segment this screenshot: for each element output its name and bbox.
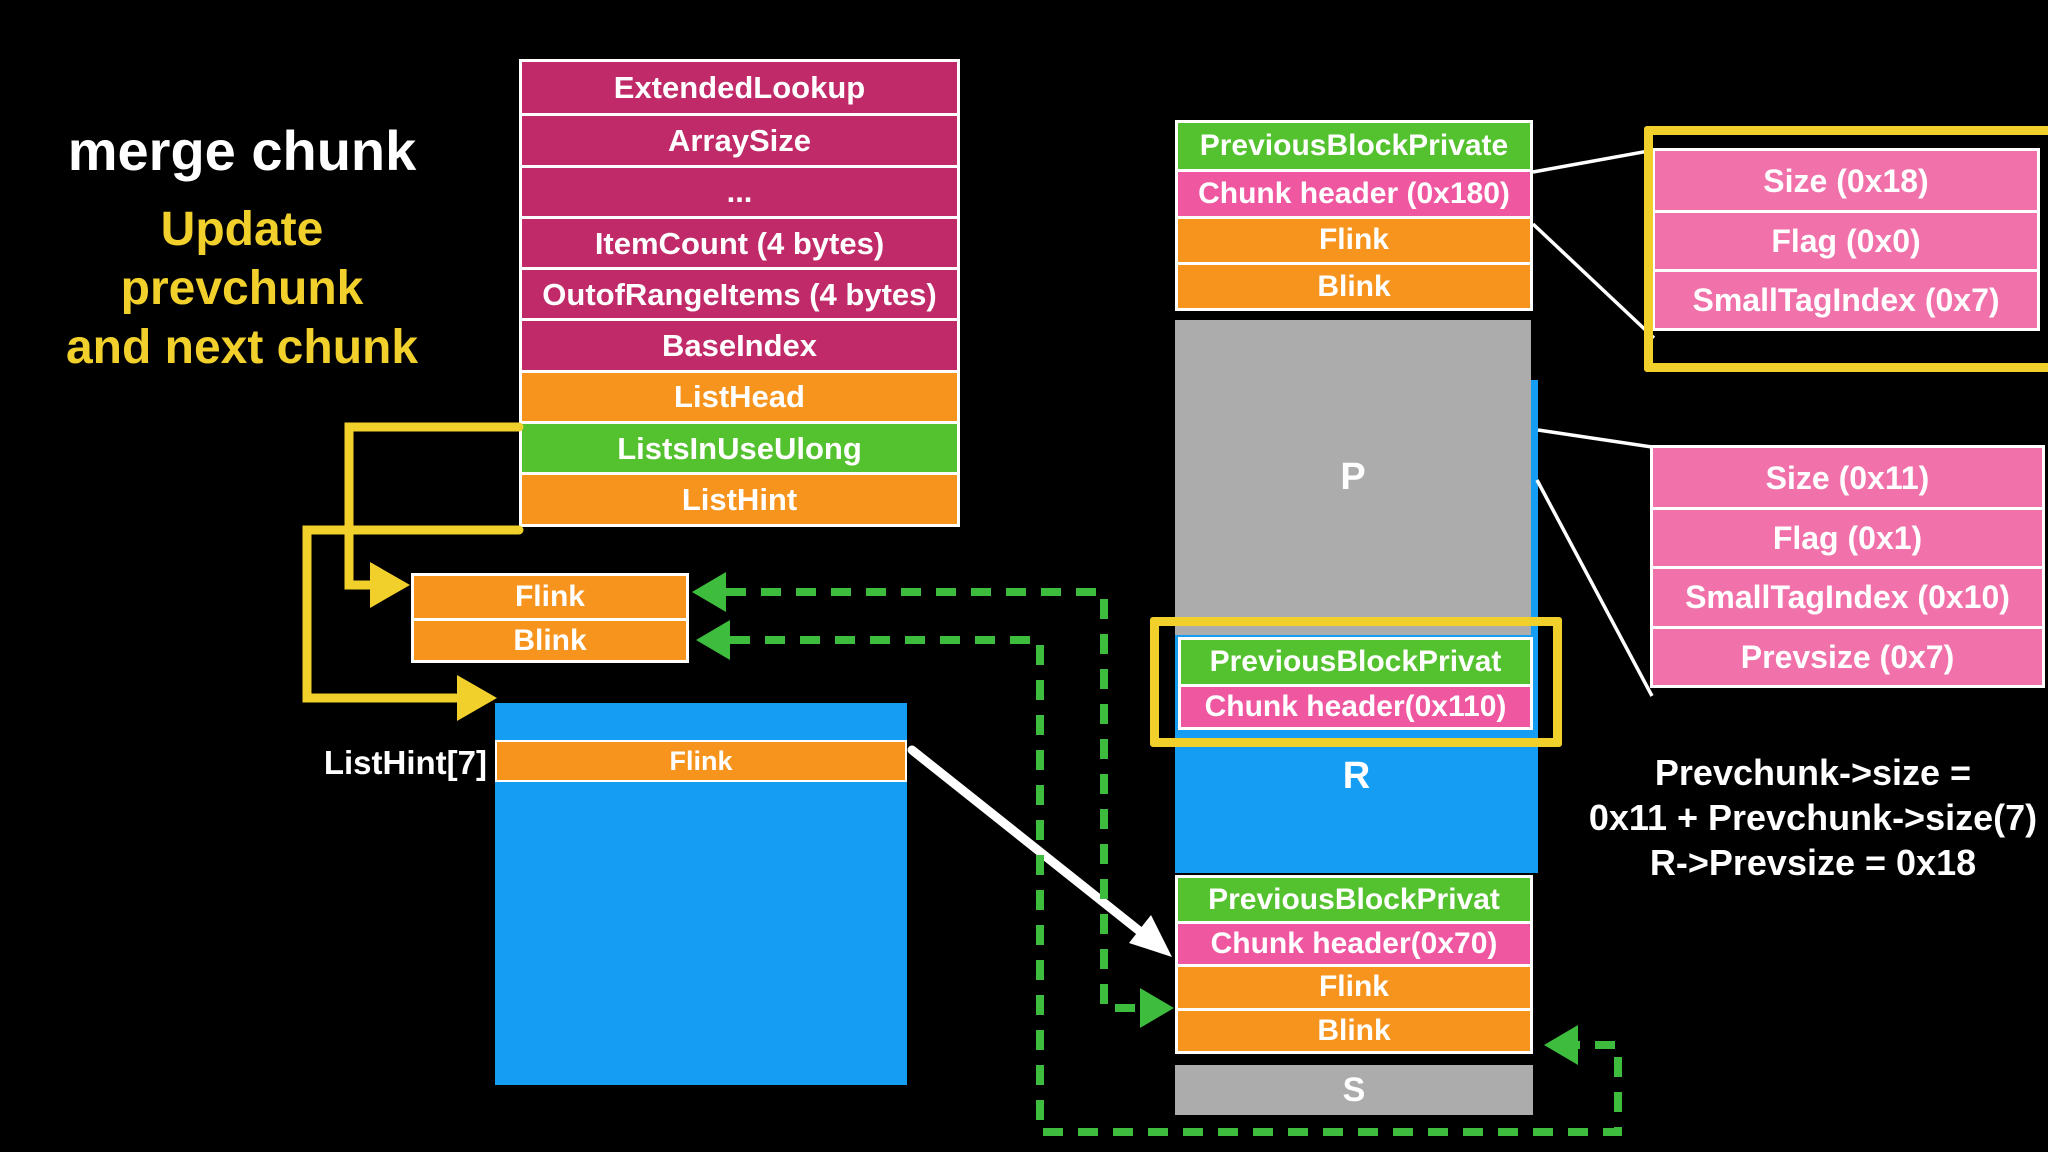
p-header-detail-highlight-box — [1644, 126, 2048, 372]
yellow-arrow-listhint-to-chunk — [302, 525, 524, 703]
r-detail-flag-row: Flag (0x1) — [1653, 507, 2042, 567]
connector-r-header-top — [1537, 428, 1653, 449]
green-arrowhead-node-flink — [692, 572, 726, 612]
p-detail-flag-row: Flag (0x0) — [1655, 210, 2037, 269]
merged-chunk-header-row: Chunk header(0x110) — [1181, 683, 1530, 727]
equation-line-3: R->Prevsize = 0x18 — [1649, 842, 1977, 883]
p-flink-row: Flink — [1178, 215, 1530, 262]
white-arrowhead — [1129, 915, 1172, 957]
r-detail-smalltagindex-row: SmallTagIndex (0x10) — [1653, 566, 2042, 626]
lookup-row-listhint: ListHint — [522, 472, 957, 524]
p-previousblockprivate-row: PreviousBlockPrivate — [1178, 123, 1530, 170]
lookup-row-extendedlookup: ExtendedLookup — [522, 62, 957, 114]
lookup-row-listhead: ListHead — [522, 369, 957, 422]
subtitle-line-3: and next chunk — [65, 321, 419, 374]
white-arrow-flink-to-next-chunk — [907, 745, 1147, 938]
equation-line-2: 0x11 + Prevchunk->size(7) — [1588, 797, 2038, 838]
chunk-r-label: R — [1342, 755, 1371, 797]
merged-header-rows: PreviousBlockPrivat Chunk header(0x110) — [1178, 637, 1533, 730]
s-flink-row: Flink — [1178, 964, 1530, 1008]
connector-p-header-bottom — [1531, 222, 1656, 340]
subtitle: Update prevchunk and next chunk — [42, 200, 442, 377]
page-title: merge chunk — [67, 119, 417, 182]
next-chunk-rows: PreviousBlockPrivat Chunk header(0x70) F… — [1175, 875, 1533, 1054]
merged-header-highlight-box — [1150, 617, 1562, 747]
p-chunk-header-row: Chunk header (0x180) — [1178, 169, 1530, 216]
lookup-row-listsinuseulong: ListsInUseUlong — [522, 421, 957, 473]
chunk-p-header-rows: PreviousBlockPrivate Chunk header (0x180… — [1175, 120, 1533, 312]
subtitle-line-2: prevchunk — [120, 262, 364, 315]
listhint7-label: ListHint[7] — [323, 744, 487, 781]
green-link-flink — [726, 588, 1136, 1012]
size-equation: Prevchunk->size = 0x11 + Prevchunk->size… — [1578, 750, 2048, 885]
p-header-detail-table: Size (0x18) Flag (0x0) SmallTagIndex (0x… — [1652, 148, 2040, 331]
lookup-row-ellipsis: ... — [522, 164, 957, 216]
s-blink-row: Blink — [1178, 1007, 1530, 1051]
green-arrowhead-node-blink — [696, 620, 730, 660]
listhint7-flink-row: Flink — [495, 740, 907, 782]
listhint7-chunk-block: Flink — [495, 703, 907, 1085]
green-link-blink — [730, 636, 1622, 1136]
connector-p-header-top — [1532, 148, 1655, 174]
yellow-arrow-listhead-to-node — [344, 422, 524, 590]
s-chunk-header-row: Chunk header(0x70) — [1178, 921, 1530, 965]
p-detail-smalltagindex-row: SmallTagIndex (0x7) — [1655, 269, 2037, 328]
equation-line-1: Prevchunk->size = — [1654, 752, 1972, 793]
lookup-row-baseindex: BaseIndex — [522, 318, 957, 370]
lookup-row-arraysize: ArraySize — [522, 113, 957, 165]
r-header-detail-table: Size (0x11) Flag (0x1) SmallTagIndex (0x… — [1650, 445, 2045, 688]
p-blink-row: Blink — [1178, 261, 1530, 309]
listhead-node-blink: Blink — [414, 618, 686, 660]
chunk-s-block: S — [1175, 1065, 1533, 1115]
yellow-arrowhead-listhead — [370, 562, 410, 608]
listhead-node: Flink Blink — [411, 573, 689, 663]
chunk-p-block: P — [1175, 320, 1531, 635]
lookup-row-outofrangeitems: OutofRangeItems (4 bytes) — [522, 267, 957, 319]
r-detail-size-row: Size (0x11) — [1653, 448, 2042, 508]
green-arrowhead-chunk-flink — [1140, 988, 1174, 1028]
listhead-node-flink: Flink — [414, 576, 686, 618]
lookup-row-itemcount: ItemCount (4 bytes) — [522, 215, 957, 268]
subtitle-line-1: Update — [160, 203, 324, 256]
yellow-arrowhead-listhint — [457, 675, 497, 721]
s-previousblockprivat-row: PreviousBlockPrivat — [1178, 878, 1530, 922]
p-detail-size-row: Size (0x18) — [1655, 151, 2037, 210]
green-arrowhead-chunk-blink — [1544, 1025, 1578, 1065]
merged-previousblockprivat-row: PreviousBlockPrivat — [1181, 640, 1530, 684]
connector-r-header-bottom — [1535, 479, 1654, 697]
r-detail-prevsize-row: Prevsize (0x7) — [1653, 625, 2042, 685]
lookup-structure-table: ExtendedLookup ArraySize ... ItemCount (… — [519, 59, 960, 527]
